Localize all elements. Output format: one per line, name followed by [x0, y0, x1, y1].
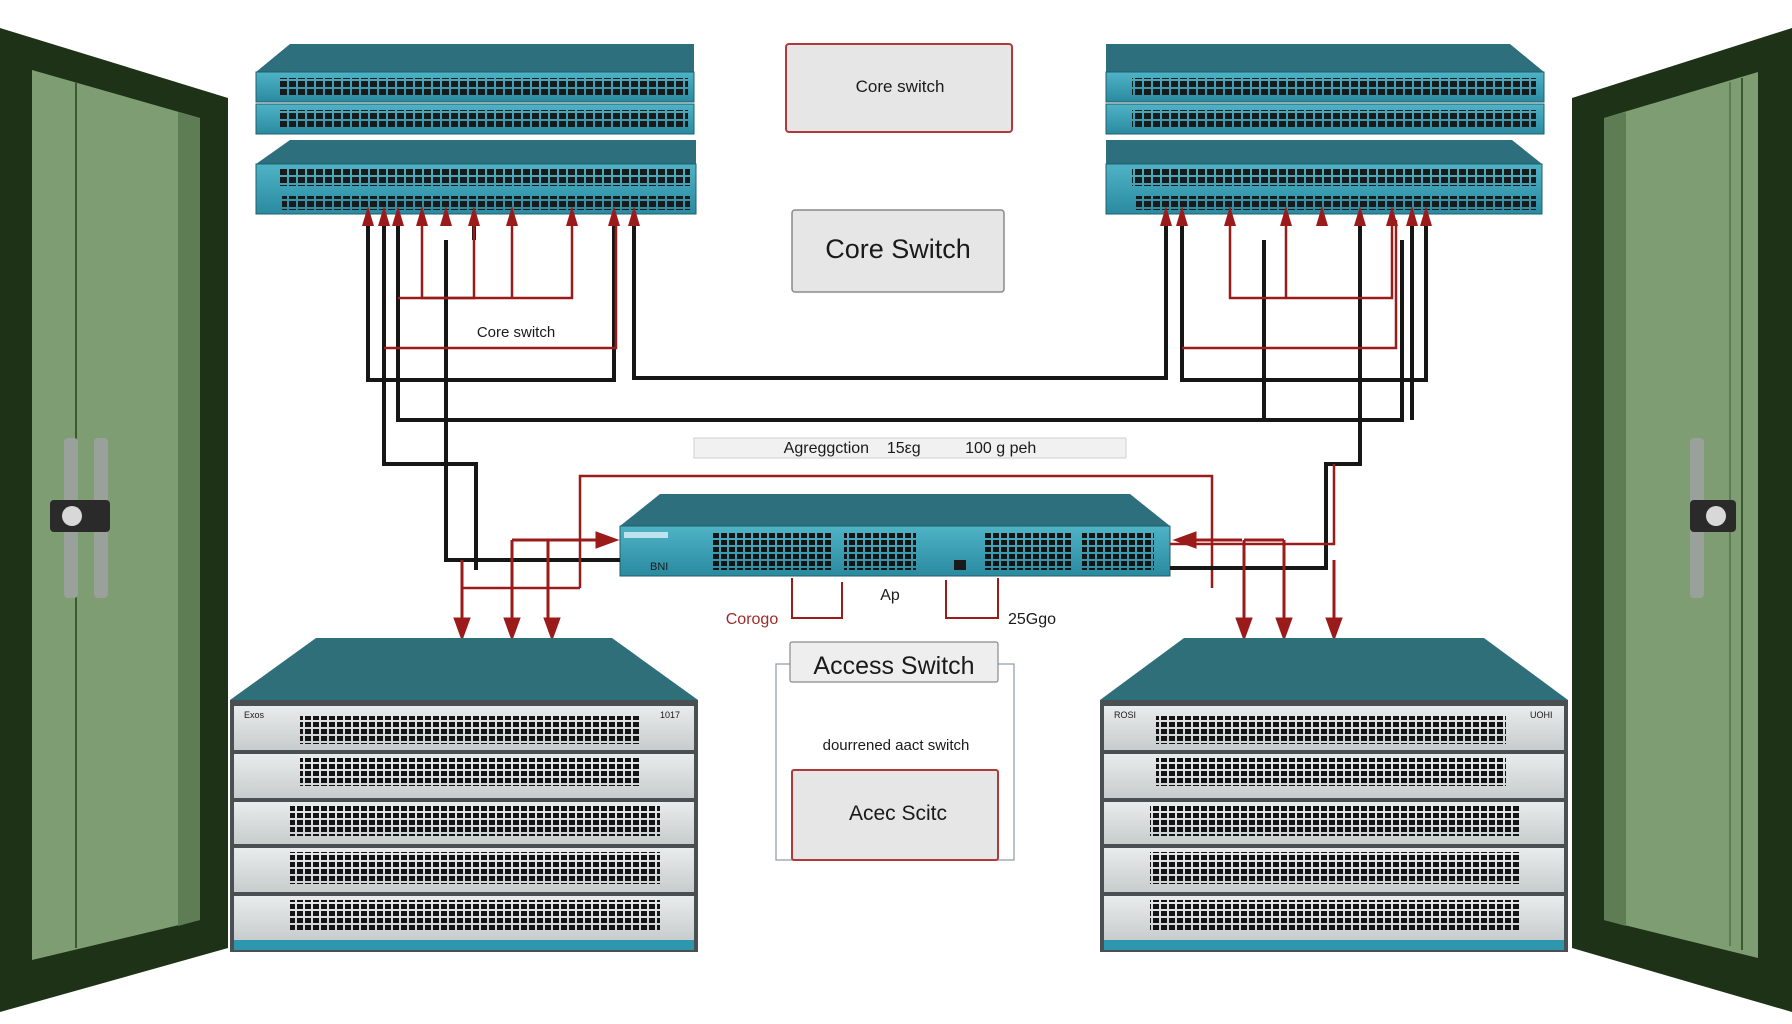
right-rack-tag: ROSI	[1114, 710, 1136, 720]
corogo-label: Corogo	[726, 611, 779, 628]
cables-right-black	[1170, 220, 1428, 570]
core-switch-stack-left	[255, 44, 697, 215]
aggregation-label: Agreggction 15εg 100 g peh	[784, 440, 1037, 457]
speed-right-label: 25Ggo	[1008, 611, 1056, 628]
core-switch-left-label: Core switch	[477, 324, 555, 341]
aggregation-switch: BNI	[619, 494, 1171, 577]
left-rack-tag-2: 1017	[660, 710, 680, 720]
cables-right-red	[1170, 220, 1398, 546]
ap-connector	[791, 578, 999, 619]
access-desc-label: dourrened aact switch	[823, 737, 970, 754]
ap-label: Ap	[880, 587, 900, 604]
right-rack-tag-2: UOHI	[1530, 710, 1553, 720]
core-switch-box-big: Core Switch	[791, 209, 1005, 293]
cables-left-black	[366, 220, 1266, 570]
aggregation-bar: Agreggction 15εg 100 g peh	[693, 437, 1127, 459]
core-switch-box-top: Core switch	[785, 43, 1013, 133]
access-small-label: Acec Scitc	[849, 802, 947, 825]
core-switch-big-label: Core Switch	[825, 234, 971, 264]
left-cabinet-door	[0, 28, 228, 1012]
access-switch-panel: Access Switch dourrened aact switch Acec…	[775, 641, 1015, 861]
access-rack-left: Exos 1017	[230, 638, 698, 952]
access-switch-label: Access Switch	[813, 652, 974, 680]
agg-switch-tag: BNI	[650, 561, 668, 573]
core-switch-top-label: Core switch	[856, 77, 945, 96]
right-cabinet-door	[1572, 28, 1792, 1012]
arrow-head-icon	[362, 206, 1432, 226]
door-handle-icon	[1690, 438, 1736, 598]
access-rack-right: ROSI UOHI	[1100, 638, 1568, 952]
door-handle-icon	[50, 438, 110, 598]
left-rack-tag: Exos	[244, 710, 265, 720]
cables-left-red	[384, 220, 1214, 590]
core-switch-stack-right	[1105, 44, 1545, 215]
arrow-head-icon	[453, 531, 1343, 642]
